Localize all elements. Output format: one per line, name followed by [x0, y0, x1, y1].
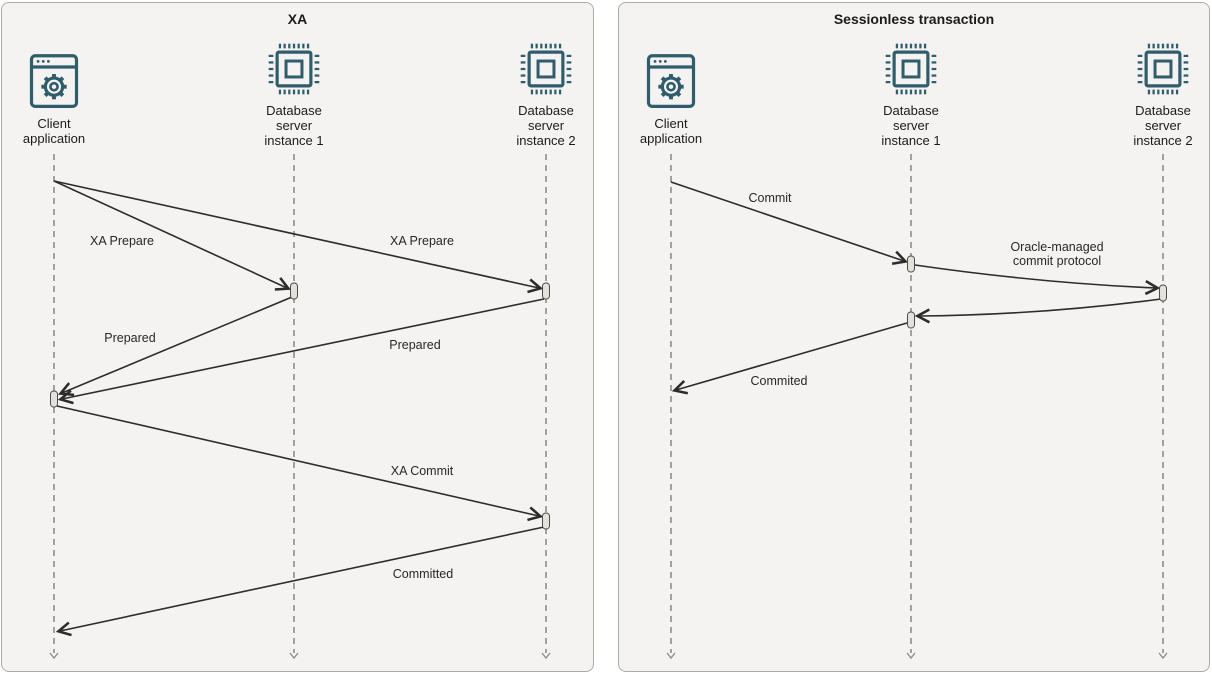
- activation-markers: [50, 282, 550, 530]
- database-server-icon: [885, 43, 937, 95]
- sessionless-transaction-panel: Sessionless transaction: [618, 2, 1210, 672]
- actor-label: Database server instance 2: [516, 103, 576, 148]
- message-arrows: [670, 181, 1162, 395]
- message-label: Committed: [392, 567, 454, 581]
- lifeline-end-arrows: [49, 652, 551, 660]
- message-label: Prepared: [104, 331, 156, 345]
- xa-sequence-diagram: [49, 154, 551, 660]
- xa-panel: XA: [1, 2, 594, 672]
- message-label: XA Prepare: [390, 234, 454, 248]
- actor-client-application: Client application: [626, 51, 716, 146]
- sessionless-sequence-diagram: [666, 154, 1168, 660]
- actor-label: Client application: [639, 116, 703, 146]
- lifelines: [670, 154, 1164, 653]
- lifelines: [53, 154, 547, 653]
- message-label: XA Commit: [390, 464, 454, 478]
- actor-database-server-2: Database server instance 2: [1118, 39, 1208, 148]
- database-server-icon: [520, 43, 572, 95]
- panel-title: Sessionless transaction: [833, 11, 995, 27]
- client-application-icon: [646, 54, 696, 108]
- lifeline-end-arrows: [666, 652, 1168, 660]
- message-label: XA Prepare: [90, 234, 154, 248]
- actor-database-server-2: Database server instance 2: [501, 39, 591, 148]
- actor-label: Database server instance 1: [881, 103, 941, 148]
- actor-database-server-1: Database server instance 1: [866, 39, 956, 148]
- message-label: Commited: [750, 374, 808, 388]
- message-label: Oracle-managed commit protocol: [1010, 240, 1104, 268]
- panel-title: XA: [287, 11, 308, 27]
- actor-label: Database server instance 1: [264, 103, 324, 148]
- database-server-icon: [1137, 43, 1189, 95]
- activation-markers: [907, 255, 1167, 329]
- actor-client-application: Client application: [9, 51, 99, 146]
- message-arrows: [53, 180, 545, 637]
- actor-label: Client application: [22, 116, 86, 146]
- client-application-icon: [29, 54, 79, 108]
- message-label: Prepared: [389, 338, 441, 352]
- database-server-icon: [268, 43, 320, 95]
- actor-label: Database server instance 2: [1133, 103, 1193, 148]
- message-label: Commit: [748, 191, 792, 205]
- actor-database-server-1: Database server instance 1: [249, 39, 339, 148]
